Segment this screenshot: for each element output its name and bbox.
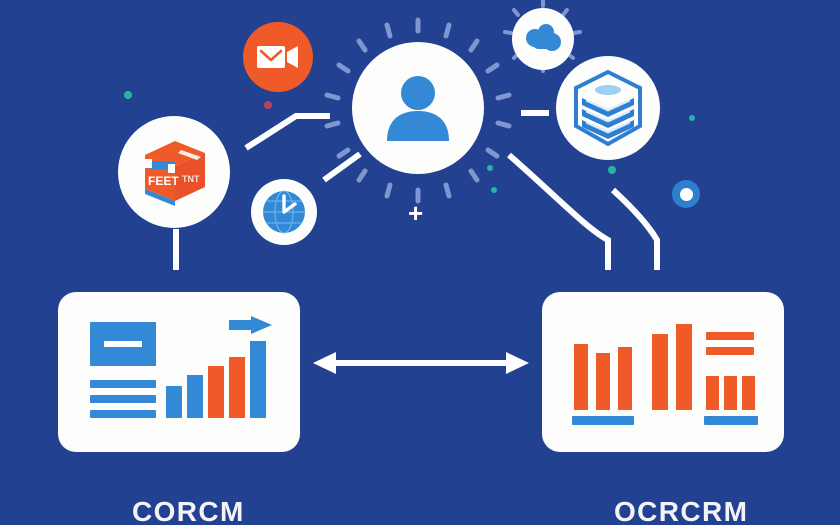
card-label-ocrcrm: OCRCRM xyxy=(614,496,749,525)
mail-video-icon xyxy=(257,46,298,68)
grouped-bar-chart-icon xyxy=(572,324,758,425)
clock-globe-badge[interactable] xyxy=(251,179,317,245)
card-ocrcrm[interactable] xyxy=(542,292,784,452)
clock-globe-icon xyxy=(259,187,309,237)
card-label-corcm: CORCM xyxy=(132,496,245,525)
connector-lines xyxy=(173,110,660,270)
cloud-badge[interactable] xyxy=(512,8,574,70)
mail-video-badge[interactable] xyxy=(243,22,313,92)
server-stack-badge[interactable] xyxy=(556,56,660,160)
plus-symbol: + xyxy=(408,198,424,228)
package-badge[interactable]: FEET TNT xyxy=(118,116,230,228)
person-icon xyxy=(387,76,449,141)
card-corcm[interactable] xyxy=(58,292,300,452)
svg-text:TNT: TNT xyxy=(182,174,200,184)
svg-text:FEET: FEET xyxy=(148,174,179,188)
server-stack-icon xyxy=(574,69,642,147)
cloud-icon xyxy=(526,24,561,51)
growth-report-icon xyxy=(90,316,272,418)
hub-radiating-dashes xyxy=(324,17,512,204)
package-box-icon: FEET TNT xyxy=(145,141,205,206)
dot-badge[interactable] xyxy=(672,180,700,208)
trend-arrow-icon xyxy=(229,316,272,334)
dot-icon xyxy=(679,187,693,201)
person-hub-badge[interactable] xyxy=(352,42,484,174)
bidirectional-arrow xyxy=(313,352,529,374)
